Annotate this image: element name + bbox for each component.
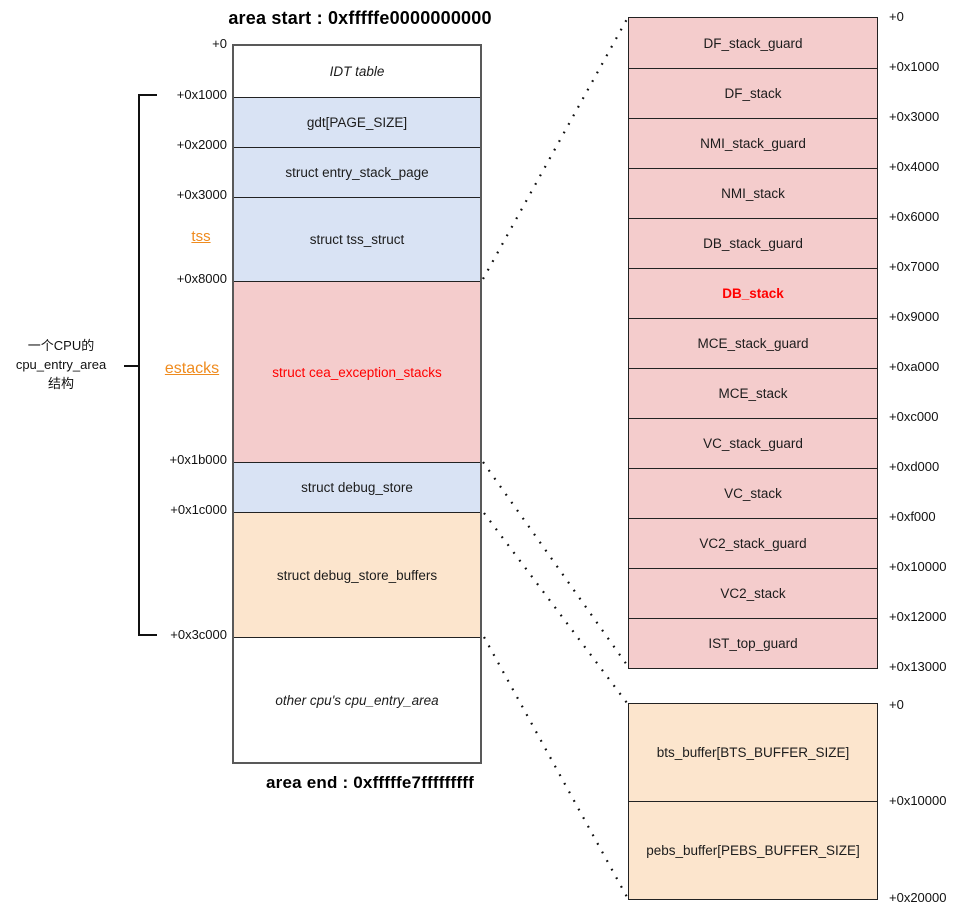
- estack-offset-0x13000: +0x13000: [889, 659, 947, 674]
- region-gdt: gdt[PAGE_SIZE]: [234, 97, 480, 147]
- region-idt-table: IDT table: [234, 46, 480, 97]
- estack-row-vc-guard: VC_stack_guard: [629, 418, 877, 468]
- connector-estacks-bottom: [482, 461, 628, 666]
- connector-estacks-top: [482, 18, 628, 280]
- buffer-offset-0x10000: +0x10000: [889, 793, 947, 808]
- estack-row-nmi-guard: NMI_stack_guard: [629, 118, 877, 168]
- estack-row-db: DB_stack: [629, 268, 877, 318]
- estack-offset-0x7000: +0x7000: [889, 259, 940, 274]
- region-other-cpu-area: other cpu's cpu_entry_area: [234, 637, 480, 762]
- exception-stacks-column: DF_stack_guard DF_stack NMI_stack_guard …: [628, 17, 878, 669]
- estack-offset-0: +0: [889, 9, 904, 24]
- estack-offset-0x4000: +0x4000: [889, 159, 940, 174]
- estack-offset-0x6000: +0x6000: [889, 209, 940, 224]
- side-note: 一个CPU的 cpu_entry_area 结构: [0, 336, 122, 393]
- estack-offset-0xd000: +0xd000: [889, 459, 940, 474]
- main-offset-0x1b000: +0x1b000: [169, 452, 227, 467]
- estack-row-db-guard: DB_stack_guard: [629, 218, 877, 268]
- connector-buffers-top: [483, 512, 628, 704]
- estack-row-ist-top-guard: IST_top_guard: [629, 618, 877, 668]
- estack-offset-0x3000: +0x3000: [889, 109, 940, 124]
- region-debug-store-buffers: struct debug_store_buffers: [234, 512, 480, 637]
- estack-offset-0x10000: +0x10000: [889, 559, 947, 574]
- area-start-title: area start : 0xfffffe0000000000: [228, 8, 492, 28]
- side-note-line: 结构: [47, 376, 74, 391]
- main-offset-0x3c000: +0x3c000: [170, 627, 227, 642]
- main-offset-0x1c000: +0x1c000: [170, 502, 227, 517]
- estack-row-vc2-guard: VC2_stack_guard: [629, 518, 877, 568]
- region-debug-store: struct debug_store: [234, 462, 480, 512]
- estack-offset-0x1000: +0x1000: [889, 59, 940, 74]
- main-memory-column: IDT table gdt[PAGE_SIZE] struct entry_st…: [232, 44, 482, 764]
- estack-row-df: DF_stack: [629, 68, 877, 118]
- region-entry-stack-page: struct entry_stack_page: [234, 147, 480, 197]
- region-tss-struct: struct tss_struct: [234, 197, 480, 281]
- side-note-line: 一个CPU的: [27, 338, 95, 353]
- estack-row-mce-guard: MCE_stack_guard: [629, 318, 877, 368]
- estack-row-df-guard: DF_stack_guard: [629, 18, 877, 68]
- buffer-row-pebs: pebs_buffer[PEBS_BUFFER_SIZE]: [629, 801, 877, 899]
- estack-row-nmi: NMI_stack: [629, 168, 877, 218]
- debug-store-buffers-column: bts_buffer[BTS_BUFFER_SIZE] pebs_buffer[…: [628, 703, 878, 900]
- main-offset-0: +0: [212, 36, 227, 51]
- side-note-line: cpu_entry_area: [15, 357, 107, 372]
- main-offset-0x2000: +0x2000: [176, 137, 227, 152]
- main-offset-0x3000: +0x3000: [176, 187, 227, 202]
- buffer-offset-0x20000: +0x20000: [889, 890, 947, 905]
- estack-offset-0xf000: +0xf000: [889, 509, 936, 524]
- buffer-offset-0: +0: [889, 697, 904, 712]
- estack-offset-0x9000: +0x9000: [889, 309, 940, 324]
- estack-row-vc: VC_stack: [629, 468, 877, 518]
- main-offset-0x1000: +0x1000: [176, 87, 227, 102]
- estacks-annotation: estacks: [164, 360, 220, 377]
- main-offset-0x8000: +0x8000: [176, 271, 227, 286]
- region-cea-exception-stacks: struct cea_exception_stacks: [234, 281, 480, 462]
- estack-row-mce: MCE_stack: [629, 368, 877, 418]
- area-end-title: area end : 0xfffffe7fffffffff: [266, 773, 474, 792]
- estack-offset-0x12000: +0x12000: [889, 609, 947, 624]
- connector-buffers-bottom: [483, 636, 628, 898]
- estack-offset-0xa000: +0xa000: [889, 359, 940, 374]
- estack-offset-0xc000: +0xc000: [889, 409, 939, 424]
- estack-row-vc2: VC2_stack: [629, 568, 877, 618]
- buffer-row-bts: bts_buffer[BTS_BUFFER_SIZE]: [629, 704, 877, 801]
- tss-annotation: tss: [191, 228, 211, 245]
